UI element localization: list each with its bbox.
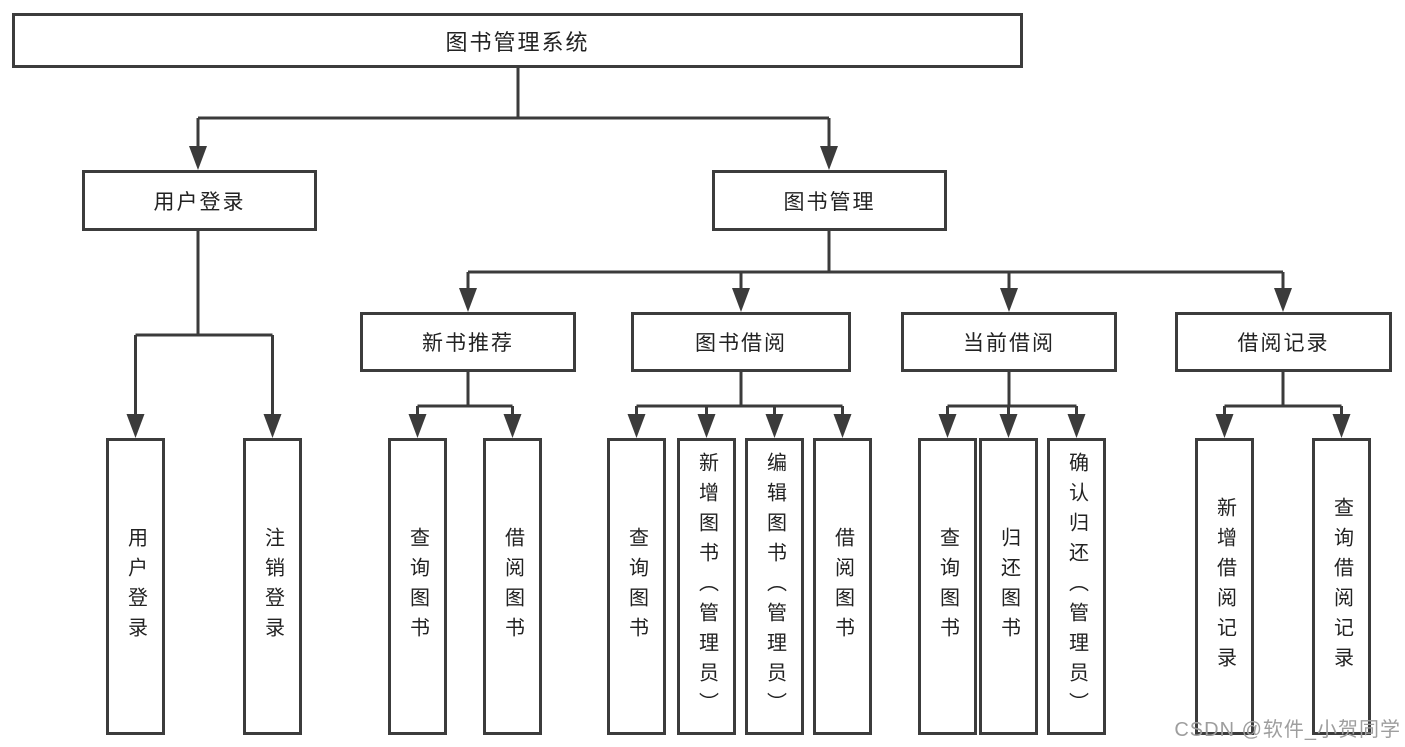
leaf-borrow-books: 借阅图书 [813, 438, 872, 735]
node-label: 新书推荐 [422, 332, 514, 355]
arrow-down-icon [1067, 414, 1086, 438]
arrow-down-icon [697, 414, 716, 438]
arrow-down-icon [126, 414, 145, 438]
node-label: 查询借阅记录 [1330, 496, 1353, 677]
arrow-down-icon [732, 288, 750, 312]
leaf-borrow-books-rec: 借阅图书 [483, 438, 542, 735]
arrow-down-icon [503, 414, 522, 438]
node-label: 查询图书 [406, 526, 429, 647]
arrow-down-icon [627, 414, 646, 438]
arrow-down-icon [1000, 288, 1018, 312]
leaf-edit-books-admin: 编辑图书（管理员） [745, 438, 804, 735]
node-user-login: 用户登录 [82, 170, 317, 231]
arrow-down-icon [999, 414, 1018, 438]
node-label: 用户登录 [124, 526, 147, 647]
connector-book-borrow-branch [635, 372, 844, 420]
node-borrowing-records: 借阅记录 [1175, 312, 1392, 372]
arrow-down-icon [459, 288, 477, 312]
node-label: 编辑图书（管理员） [763, 451, 786, 722]
arrow-down-icon [833, 414, 852, 438]
leaf-confirm-return-admin: 确认归还（管理员） [1047, 438, 1106, 735]
csdn-watermark: CSDN @软件_小贺同学 [1174, 719, 1401, 741]
leaf-query-books-current: 查询图书 [918, 438, 977, 735]
node-label: 借阅记录 [1237, 332, 1330, 355]
connector-book-mgmt-branch [466, 231, 1285, 294]
leaf-query-borrow-record: 查询借阅记录 [1312, 438, 1371, 735]
node-label: 注销登录 [261, 526, 284, 647]
leaf-query-books-rec: 查询图书 [388, 438, 447, 735]
connector-borrow-record-branch [1223, 372, 1343, 420]
leaf-user-login: 用户登录 [106, 438, 165, 735]
connector-new-book-branch [416, 372, 514, 420]
node-label: 借阅图书 [831, 526, 854, 647]
arrow-down-icon [820, 146, 838, 170]
node-label: 确认归还（管理员） [1065, 451, 1088, 722]
connector-root-to-level2 [196, 68, 831, 152]
node-label: 查询图书 [625, 526, 648, 647]
connector-user-login-branch [134, 231, 274, 420]
node-book-borrowing: 图书借阅 [631, 312, 851, 372]
arrow-down-icon [408, 414, 427, 438]
connector-current-borrow-branch [946, 372, 1078, 420]
node-label: 图书管理系统 [445, 29, 590, 55]
node-label: 归还图书 [997, 526, 1020, 647]
leaf-add-borrow-record: 新增借阅记录 [1195, 438, 1254, 735]
node-label: 新增借阅记录 [1213, 496, 1236, 677]
arrow-down-icon [189, 146, 207, 170]
node-label: 图书借阅 [695, 332, 787, 355]
node-label: 新增图书（管理员） [695, 451, 718, 722]
node-label: 用户登录 [153, 190, 246, 214]
node-label: 查询图书 [936, 526, 959, 647]
leaf-return-books: 归还图书 [979, 438, 1038, 735]
node-label: 当前借阅 [963, 332, 1055, 355]
leaf-logout: 注销登录 [243, 438, 302, 735]
arrow-down-icon [1215, 414, 1234, 438]
node-label: 借阅图书 [501, 526, 524, 647]
leaf-query-books-borrow: 查询图书 [607, 438, 666, 735]
arrow-down-icon [263, 414, 282, 438]
leaf-add-books-admin: 新增图书（管理员） [677, 438, 736, 735]
arrow-down-icon [938, 414, 957, 438]
node-label: 图书管理 [783, 190, 876, 214]
node-library-management-system: 图书管理系统 [12, 13, 1023, 68]
node-book-management: 图书管理 [712, 170, 947, 231]
arrow-down-icon [1332, 414, 1351, 438]
arrow-down-icon [765, 414, 784, 438]
node-new-book-recommendation: 新书推荐 [360, 312, 576, 372]
node-current-borrowing: 当前借阅 [901, 312, 1117, 372]
arrow-down-icon [1274, 288, 1292, 312]
